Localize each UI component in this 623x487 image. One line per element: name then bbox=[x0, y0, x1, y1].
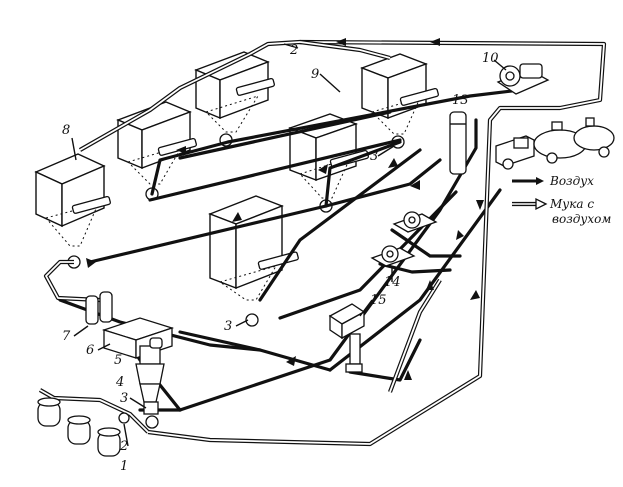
sifting-station bbox=[85, 291, 175, 429]
label-2a: 2 bbox=[119, 439, 128, 454]
label-15: 15 bbox=[370, 293, 387, 308]
label-3b: 3 bbox=[224, 319, 232, 334]
flour-truck bbox=[495, 117, 615, 170]
leader-lines bbox=[71, 43, 507, 447]
receiver-15 bbox=[328, 303, 366, 373]
label-10: 10 bbox=[482, 51, 499, 66]
label-1: 1 bbox=[120, 459, 128, 474]
silo-2 bbox=[360, 53, 428, 135]
blower-10 bbox=[496, 63, 550, 95]
label-2b: 2 bbox=[289, 43, 298, 58]
flour-containers bbox=[37, 397, 130, 457]
label-8: 8 bbox=[62, 123, 70, 138]
legend-flour-1: Мука с bbox=[549, 197, 594, 211]
legend: Воздух Мука с воздухом bbox=[512, 174, 611, 226]
label-6: 6 bbox=[86, 343, 94, 358]
legend-air: Воздух bbox=[549, 174, 594, 188]
flour-air-pipelines bbox=[38, 39, 607, 447]
legend-flour-2: воздухом bbox=[552, 212, 611, 226]
flow-arrows bbox=[86, 38, 484, 380]
label-3c: 3 bbox=[370, 149, 378, 164]
label-4: 4 bbox=[115, 375, 124, 390]
number-labels: 1 2 2 3 3 3 4 5 6 7 8 9 10 13 14 15 bbox=[62, 43, 499, 474]
blowers-14 bbox=[370, 211, 438, 267]
label-5: 5 bbox=[114, 353, 122, 368]
label-7: 7 bbox=[62, 329, 71, 344]
label-14: 14 bbox=[384, 275, 401, 290]
label-13: 13 bbox=[452, 93, 469, 108]
air-pipelines bbox=[58, 88, 522, 412]
label-9: 9 bbox=[311, 67, 319, 82]
label-3a: 3 bbox=[120, 391, 128, 406]
filter-13 bbox=[449, 111, 467, 175]
